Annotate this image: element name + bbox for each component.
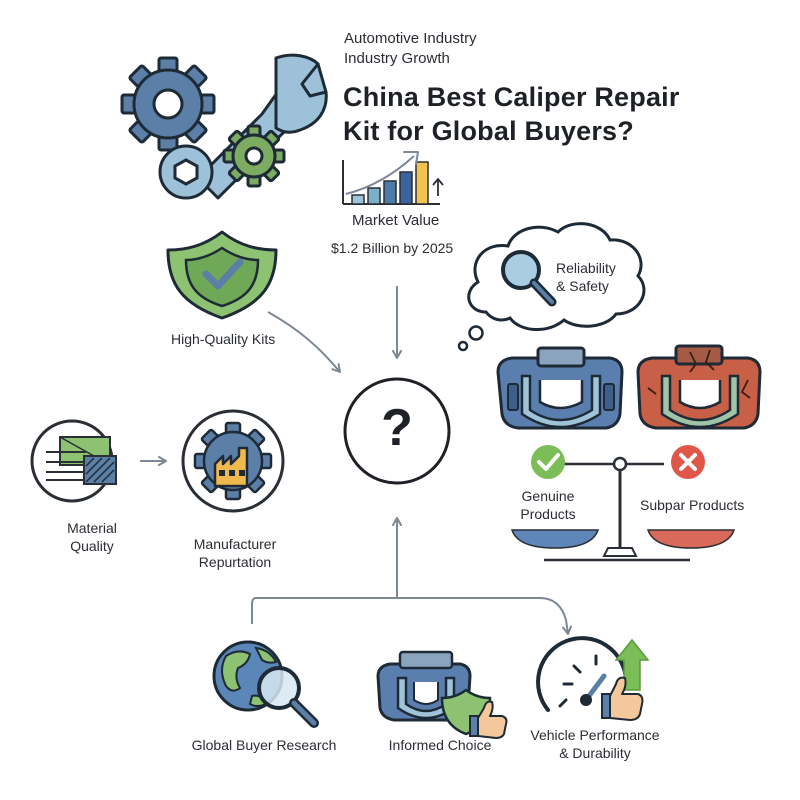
high-quality-kits-label: High-Quality Kits <box>171 331 276 347</box>
damaged-caliper-icon <box>636 344 762 430</box>
material-sample-icon <box>30 419 117 503</box>
magnifier-icon <box>501 250 557 307</box>
global-buyer-research-label: Global Buyer Research <box>191 737 337 753</box>
factory-gear-icon <box>181 409 285 513</box>
performance-label-line2: & Durability <box>559 745 631 761</box>
shield-check-icon <box>166 230 278 320</box>
thumbs-up-icon <box>469 700 508 739</box>
header-subtitle-line1: Automotive Industry <box>344 30 477 47</box>
material-label-line1: Material <box>67 520 117 536</box>
thought-bubble <box>457 222 646 352</box>
header-subtitle-line2: Industry Growth <box>344 50 450 67</box>
genuine-label-line2: Products <box>520 506 576 522</box>
cross-icon <box>671 445 705 479</box>
subpar-label: Subpar Products <box>640 497 745 513</box>
market-value-label: Market Value <box>352 212 440 229</box>
check-icon <box>531 445 565 479</box>
bar-chart-icon <box>342 151 444 205</box>
market-value-amount: $1.2 Billion by 2025 <box>331 240 454 256</box>
question-mark: ? <box>381 399 413 457</box>
manufacturer-label-line2: Repurtation <box>198 554 272 570</box>
magnifier-icon <box>257 666 319 728</box>
thought-line2: & Safety <box>556 278 609 294</box>
connector-arrows <box>140 286 572 635</box>
small-gear-icon <box>222 124 286 188</box>
page-title-line1: China Best Caliper Repair <box>343 82 680 112</box>
material-label-line2: Quality <box>70 538 114 554</box>
question-circle <box>343 377 451 485</box>
brake-caliper-icon <box>496 346 624 430</box>
balance-scale-icon <box>510 456 736 562</box>
genuine-label-line1: Genuine <box>521 488 575 504</box>
manufacturer-label-line1: Manufacturer <box>193 536 277 552</box>
performance-label-line1: Vehicle Performance <box>530 727 660 743</box>
gear-icon <box>120 56 216 152</box>
page-title-line2: Kit for Global Buyers? <box>343 116 634 146</box>
thumbs-up-icon <box>601 676 644 721</box>
thought-line1: Reliability <box>556 260 616 276</box>
wrench-icon <box>158 53 328 200</box>
informed-choice-label: Informed Choice <box>388 737 492 753</box>
